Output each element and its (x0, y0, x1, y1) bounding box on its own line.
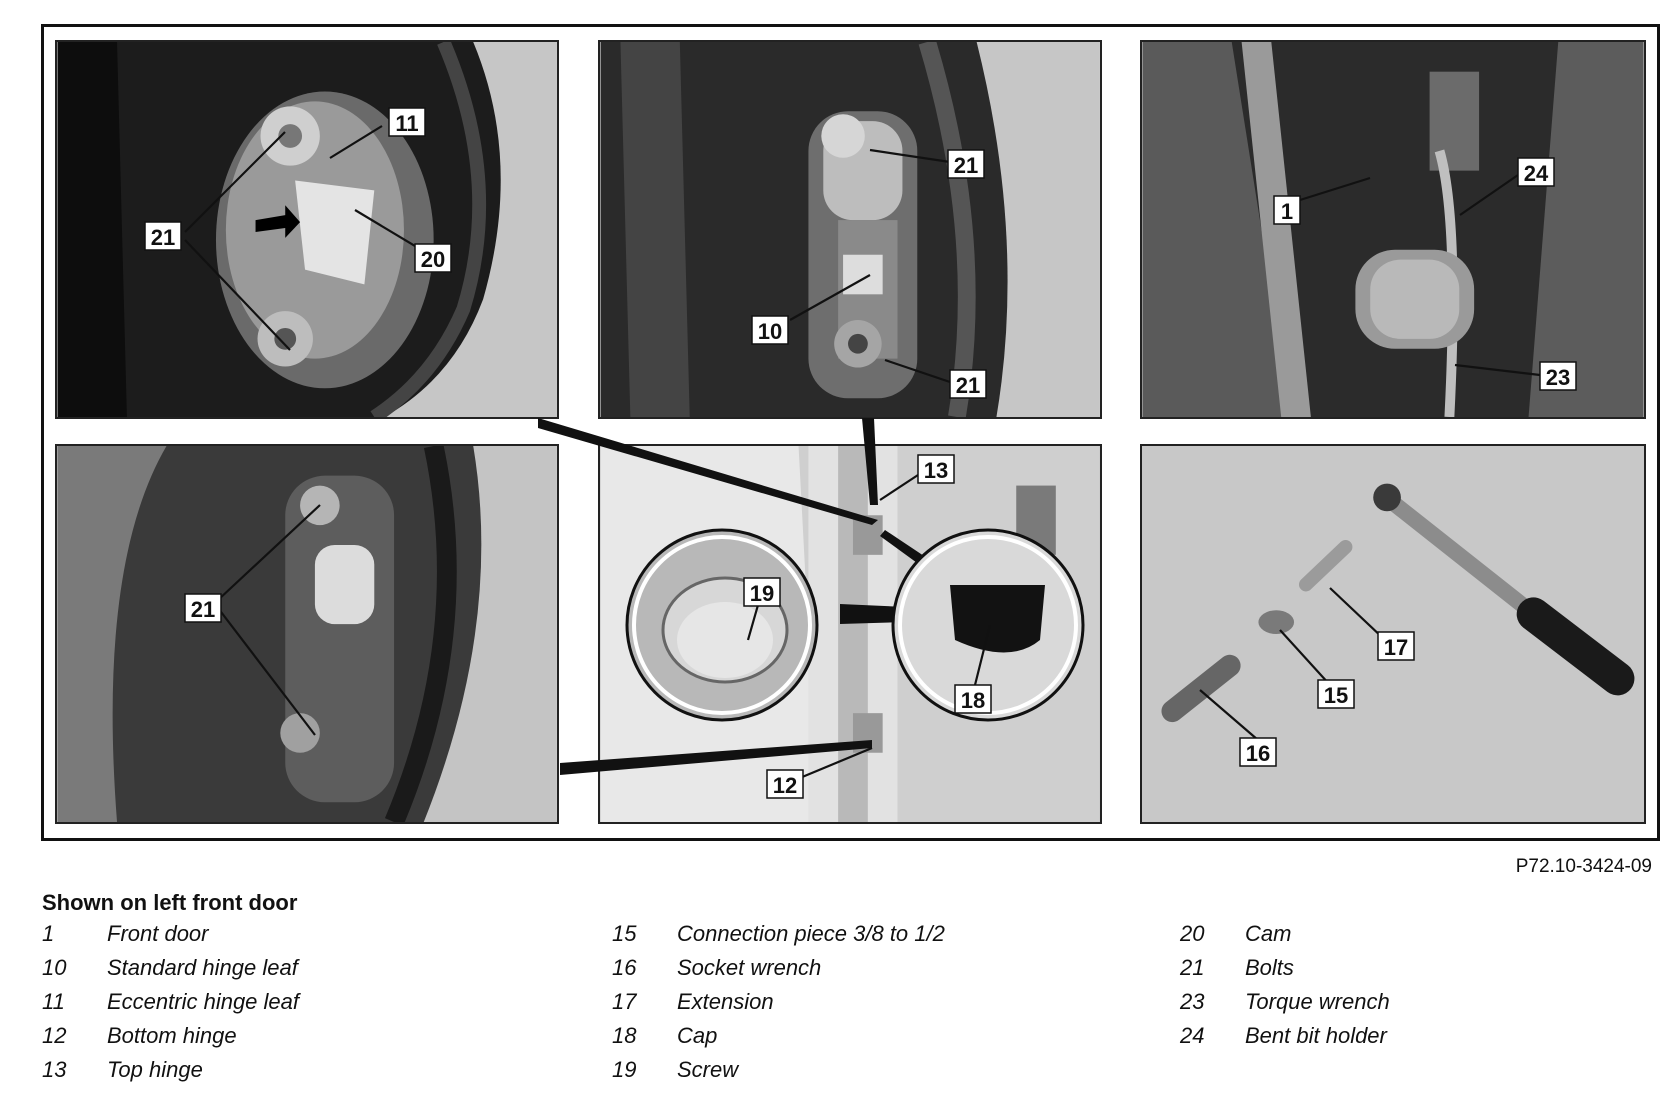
legend-label: Eccentric hinge leaf (107, 989, 299, 1014)
photo-panel-bottom-left (55, 444, 559, 824)
legend-number: 23 (1180, 989, 1205, 1014)
legend-number: 24 (1180, 1023, 1205, 1048)
legend-label: Socket wrench (677, 955, 822, 980)
legend-label: Connection piece 3/8 to 1/2 (677, 921, 945, 946)
photo-panel-top-right (1140, 40, 1646, 419)
legend-label: Cap (677, 1023, 718, 1048)
legend-number: 11 (42, 989, 65, 1014)
photo-panel-bottom-right (1140, 444, 1646, 824)
legend-label: Bent bit holder (1245, 1023, 1387, 1048)
photo-panel-bottom-middle (598, 444, 1102, 824)
photo-bottom-middle-illustration (600, 446, 1100, 822)
photo-top-right-illustration (1142, 42, 1644, 417)
legend-number: 1 (42, 921, 55, 946)
legend-label: Standard hinge leaf (107, 955, 298, 980)
figure-code: P72.10-3424-09 (1515, 856, 1652, 877)
legend-number: 21 (1180, 955, 1205, 980)
legend-label: Front door (107, 921, 209, 946)
legend-number: 15 (612, 921, 637, 946)
legend-number: 20 (1180, 921, 1205, 946)
legend-title: Shown on left front door (42, 890, 298, 915)
legend-number: 10 (42, 955, 67, 980)
legend-number: 12 (42, 1023, 67, 1048)
legend-number: 18 (612, 1023, 637, 1048)
legend-label: Cam (1245, 921, 1292, 946)
photo-bottom-left-illustration (57, 446, 557, 822)
legend-label: Screw (677, 1057, 739, 1082)
legend-number: 19 (612, 1057, 637, 1082)
legend-label: Bottom hinge (107, 1023, 237, 1048)
legend-label: Top hinge (107, 1057, 203, 1082)
legend-label: Torque wrench (1245, 989, 1390, 1014)
legend-number: 17 (612, 989, 637, 1014)
legend-label: Bolts (1245, 955, 1294, 980)
photo-panel-top-middle (598, 40, 1102, 419)
legend-number: 16 (612, 955, 637, 980)
photo-panel-top-left (55, 40, 559, 419)
legend-number: 13 (42, 1057, 67, 1082)
photo-top-left-illustration (57, 42, 557, 417)
photo-top-middle-illustration (600, 42, 1100, 417)
legend-label: Extension (677, 989, 774, 1014)
photo-bottom-right-illustration (1142, 446, 1644, 822)
